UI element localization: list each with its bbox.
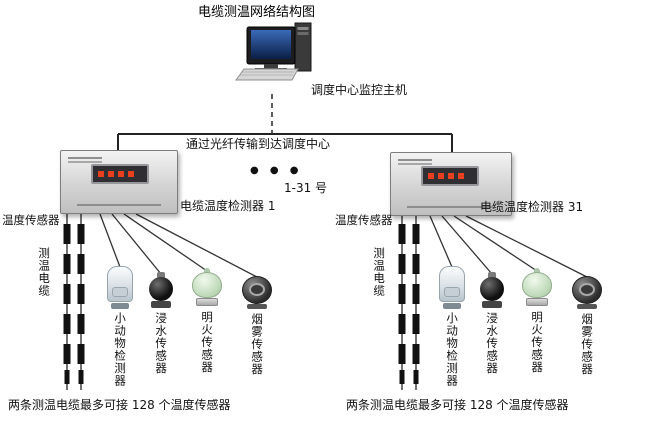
device-printing-bottom [77,204,161,206]
small-animal-detector-icon [439,266,465,310]
open-flame-sensor-icon [521,268,553,308]
bus-lines [117,133,453,153]
right-sensor-connectors [429,215,588,278]
host-computer-icon [235,22,312,81]
water-immersion-sensor-label: 浸水传感器 [154,312,169,375]
host-label: 调度中心监控主机 [311,83,408,97]
smoke-sensor-label: 烟雾传感器 [250,313,265,376]
water-immersion-sensor-icon [479,272,505,310]
left-temp-sensor-label: 温度传感器 [2,213,60,227]
small-animal-detector-label: 小动物检测器 [445,312,460,387]
device-ellipsis-dots: ● ● ● [250,165,303,176]
device-range-label: 1-31 号 [284,181,328,195]
device-31-label: 电缆温度检测器 31 [480,200,584,214]
device-printing [68,157,102,159]
temp-detector-device-31 [390,152,512,216]
device-led-panel [91,164,149,184]
temp-detector-device-1 [60,150,178,214]
water-immersion-sensor-label: 浸水传感器 [485,312,500,375]
smoke-sensor-icon [242,274,272,310]
small-animal-detector-icon [107,266,133,310]
fiber-label: 通过光纤传输到达调度中心 [186,137,331,151]
device-led-display [428,173,466,179]
left-capacity-note: 两条测温电缆最多可接 128 个温度传感器 [8,398,231,412]
right-measuring-cables [398,216,420,390]
right-temp-sensor-label: 温度传感器 [335,213,393,227]
open-flame-sensor-label: 明火传感器 [530,311,545,374]
diagram-title: 电缆测温网络结构图 [198,5,316,20]
smoke-sensor-icon [572,274,602,310]
open-flame-sensor-label: 明火传感器 [200,311,215,374]
device-1-label: 电缆温度检测器 1 [180,199,276,213]
device-led-display [98,171,136,177]
device-printing [398,159,432,161]
open-flame-sensor-icon [191,268,223,308]
right-capacity-note: 两条测温电缆最多可接 128 个温度传感器 [346,398,569,412]
smoke-sensor-label: 烟雾传感器 [580,313,595,376]
small-animal-detector-label: 小动物检测器 [113,312,128,387]
right-cable-label: 测温电缆 [372,247,387,297]
left-cable-label: 测温电缆 [37,247,52,297]
left-measuring-cables [63,214,85,390]
left-sensor-connectors [99,213,258,278]
device-printing-bottom [407,206,494,208]
water-immersion-sensor-icon [148,272,174,310]
device-led-panel [421,166,479,186]
